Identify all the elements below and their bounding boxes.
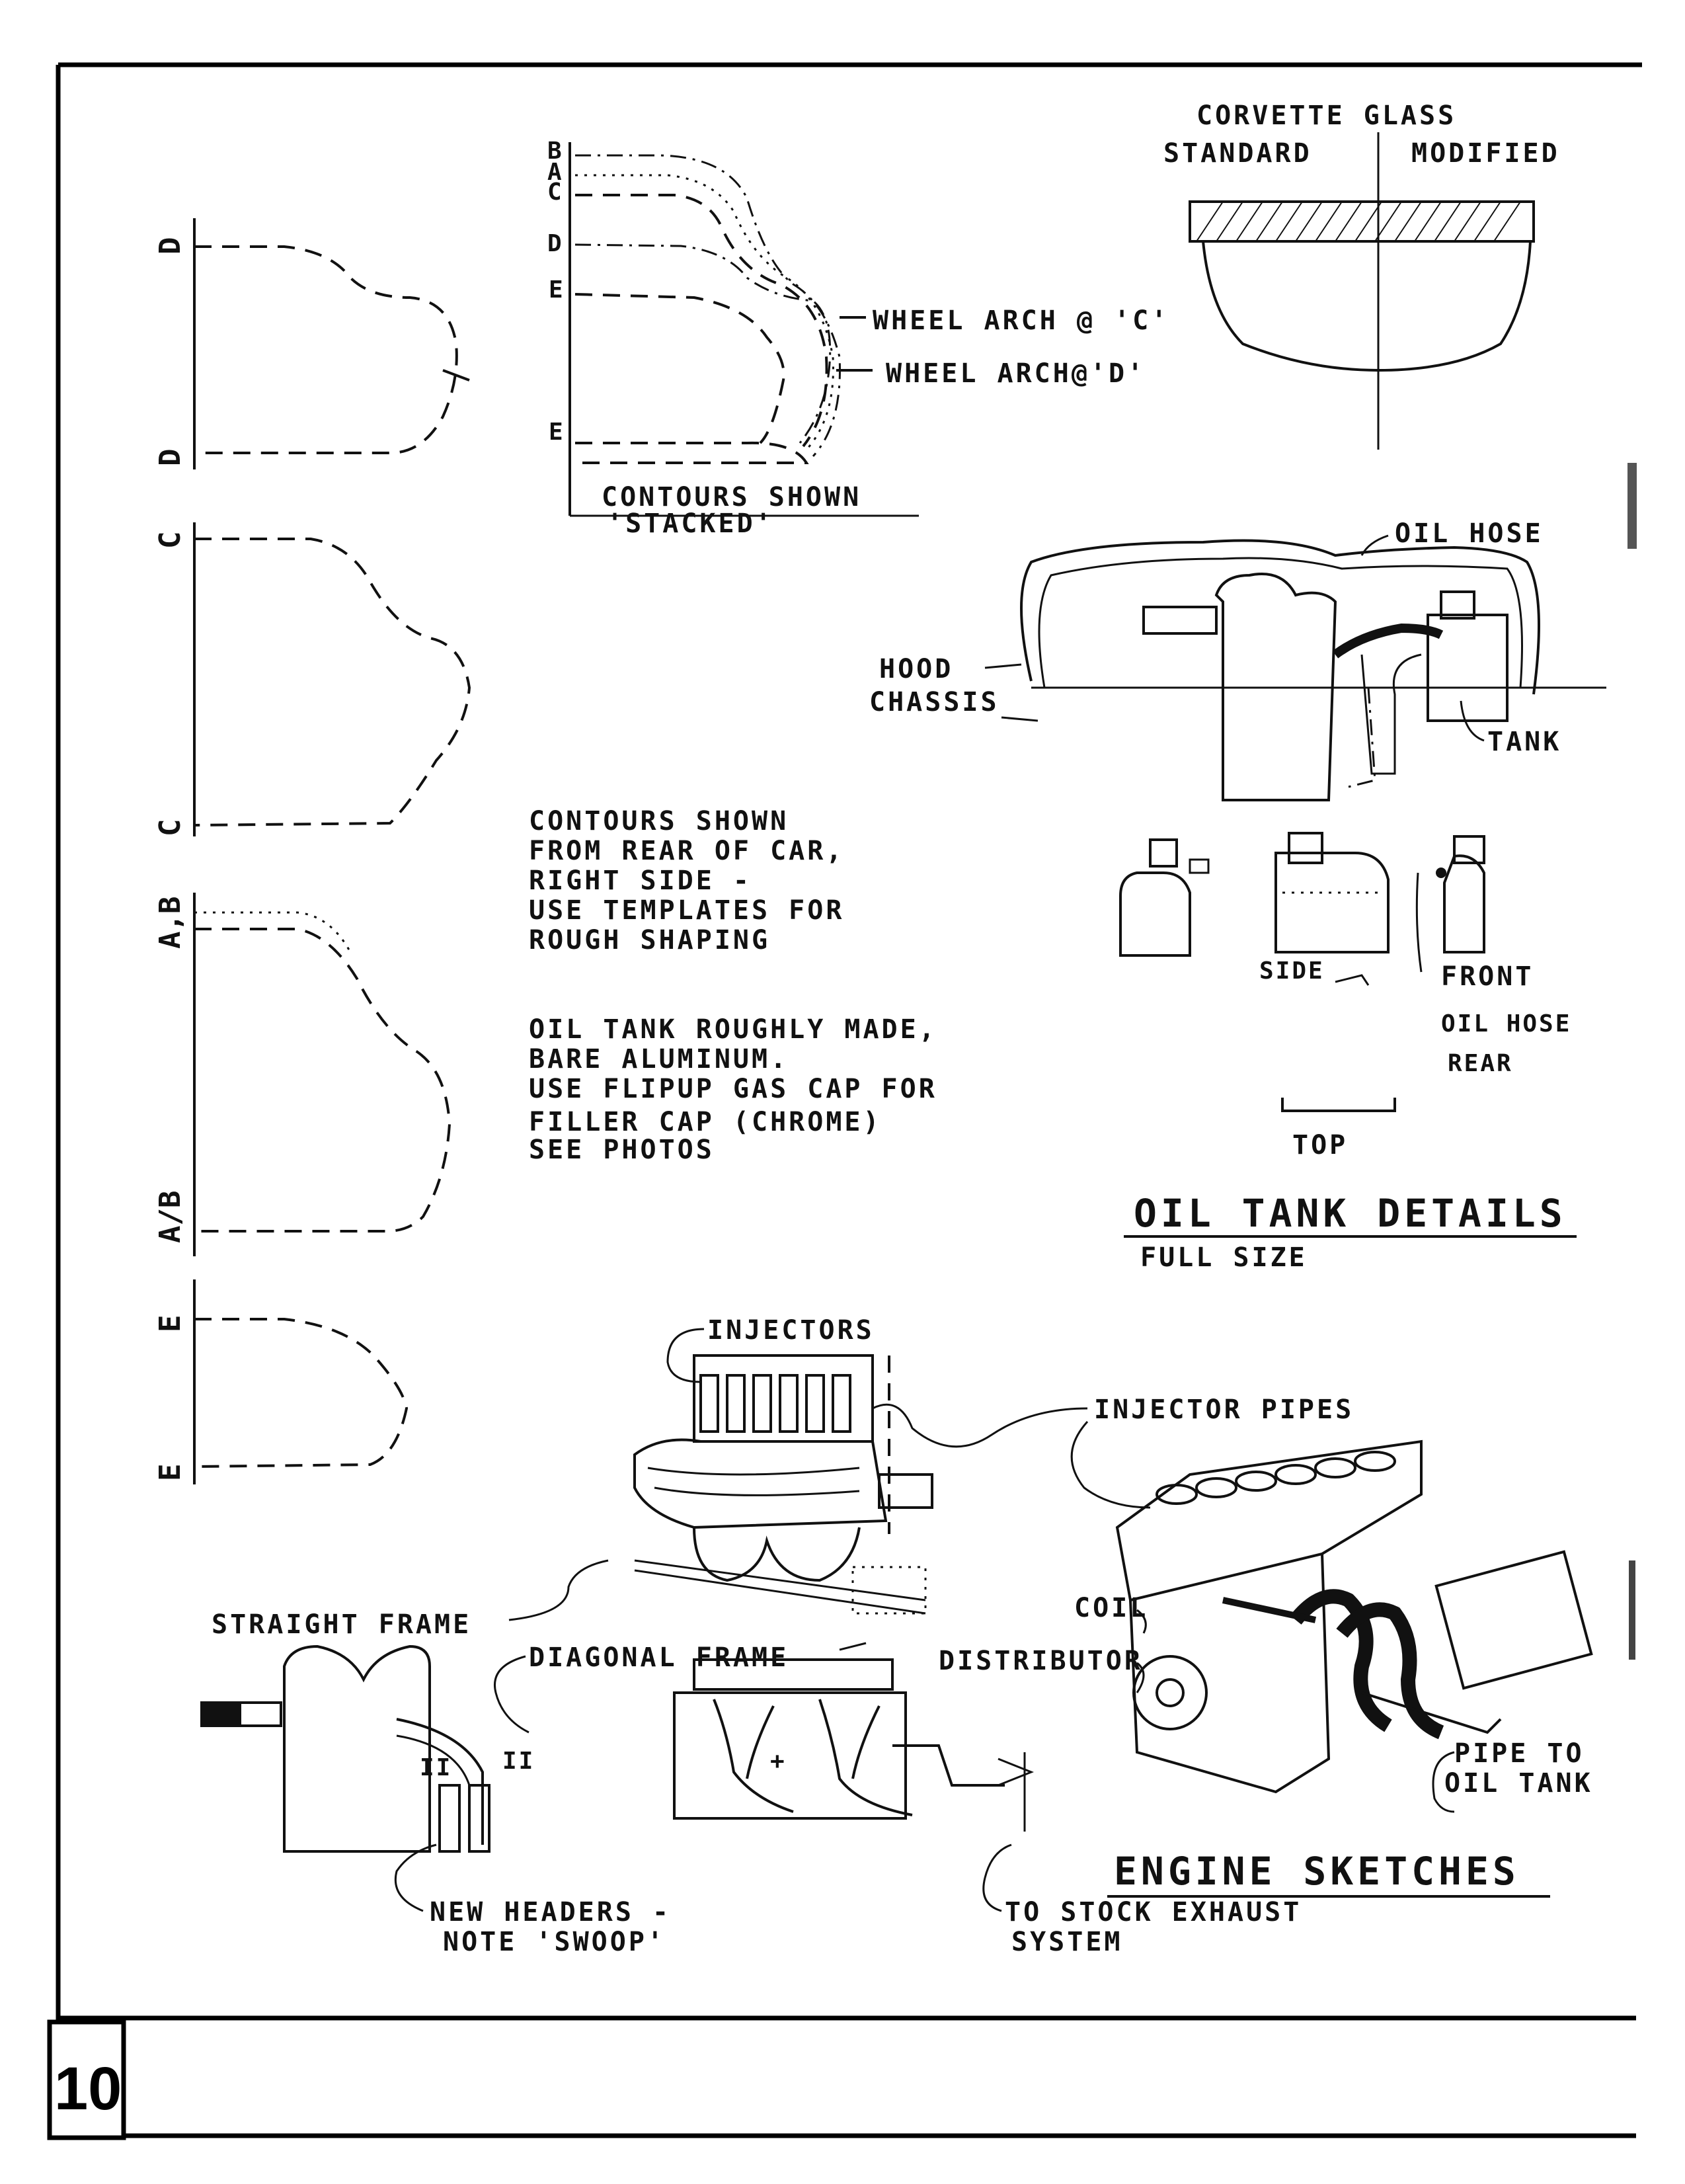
label-note-swoop: NOTE 'SWOOP' (443, 1927, 666, 1957)
oil-system-layout: OIL HOSE HOOD CHASSIS TANK (869, 518, 1606, 801)
label-rear: REAR (1448, 1050, 1513, 1077)
glass-standard-label: STANDARD (1163, 138, 1312, 169)
callout-wheel-arch-c: WHEEL ARCH @ 'C' (873, 305, 1169, 336)
note-contours-line2: FROM REAR OF CAR, (529, 836, 844, 866)
label-top: TOP (1292, 1130, 1348, 1160)
label-chassis: CHASSIS (869, 687, 999, 717)
label-oil-hose-tank: OIL HOSE (1441, 1010, 1571, 1037)
stacked-level-e-lower: E (549, 419, 565, 446)
note-oil-tank-line2: BARE ALUMINUM. (529, 1044, 789, 1074)
template-c-bottom-label: C (153, 819, 187, 837)
label-distributor: DISTRIBUTOR (939, 1646, 1143, 1676)
note-oil-tank-line1: OIL TANK ROUGHLY MADE, (529, 1014, 937, 1045)
oil-tank-details-title: OIL TANK DETAILS (1134, 1191, 1567, 1236)
label-injectors: INJECTORS (707, 1315, 875, 1346)
template-ab-bottom-label: A/B (153, 1191, 187, 1243)
frame-mark-straight: II (420, 1754, 452, 1781)
label-diagonal-frame: DIAGONAL FRAME (529, 1642, 789, 1673)
template-c: C C (153, 522, 471, 837)
label-tank: TANK (1487, 727, 1561, 757)
note-oil-tank-line4: FILLER CAP (CHROME) (529, 1107, 882, 1137)
label-oil-hose-top: OIL HOSE (1395, 518, 1544, 549)
template-c-top-label: C (153, 532, 187, 549)
template-e-top-label: E (153, 1315, 187, 1333)
template-e: E E (153, 1279, 409, 1484)
label-straight-frame: STRAIGHT FRAME (212, 1609, 471, 1640)
stacked-caption-line1: CONTOURS SHOWN (602, 482, 861, 512)
note-contours-line5: ROUGH SHAPING (529, 925, 770, 955)
stacked-level-d: D (547, 230, 564, 257)
template-e-bottom-label: E (153, 1464, 187, 1482)
engine-side-sketch: INJECTORS INJECTOR PIPES (633, 1315, 1354, 1615)
contour-notes: CONTOURS SHOWN FROM REAR OF CAR, RIGHT S… (529, 806, 844, 955)
label-coil: COIL (1074, 1593, 1148, 1623)
label-pipe-to: PIPE TO (1454, 1738, 1585, 1769)
label-new-headers: NEW HEADERS - (430, 1897, 671, 1927)
stacked-level-e: E (549, 276, 565, 303)
template-d: D D (153, 218, 470, 469)
page-number-box: 10 (47, 2019, 126, 2140)
frame-notes: STRAIGHT FRAME DIAGONAL FRAME (212, 1559, 867, 1734)
page-number: 10 (54, 2055, 122, 2123)
glass-title: CORVETTE GLASS (1196, 101, 1456, 131)
oil-tank-notes: OIL TANK ROUGHLY MADE, BARE ALUMINUM. US… (529, 1014, 937, 1165)
headers-note: NEW HEADERS - NOTE 'SWOOP' (394, 1843, 671, 1957)
label-system: SYSTEM (1011, 1927, 1123, 1957)
stacked-level-c: C (547, 179, 564, 206)
engine-sketches-title: ENGINE SKETCHES (1114, 1849, 1520, 1894)
glass-modified-label: MODIFIED (1411, 138, 1560, 169)
oil-tank-details-subtitle: FULL SIZE (1140, 1242, 1308, 1273)
corvette-glass-diagram: CORVETTE GLASS STANDARD MODIFIED (1163, 101, 1560, 450)
stacked-level-b: B (547, 138, 564, 165)
engine-front-view: II II (200, 1644, 535, 1853)
note-contours-line3: RIGHT SIDE - (529, 866, 752, 896)
note-oil-tank-line5: SEE PHOTOS (529, 1135, 715, 1165)
template-d-top-label: D (153, 237, 187, 255)
note-oil-tank-line3: USE FLIPUP GAS CAP FOR (529, 1074, 937, 1104)
label-to-stock-exhaust: TO STOCK EXHAUST (1005, 1897, 1302, 1927)
callout-wheel-arch-d: WHEEL ARCH@'D' (886, 358, 1146, 389)
exhaust-note: TO STOCK EXHAUST SYSTEM (982, 1843, 1302, 1957)
label-side: SIDE (1259, 957, 1325, 985)
engine-perspective-sketch: COIL DISTRIBUTOR PIPE TO OIL TANK (939, 1439, 1593, 1813)
label-hood: HOOD (879, 654, 953, 684)
template-ab-top-label: A,B (153, 897, 187, 949)
stacked-contours: B A C D E E WHEEL ARCH @ 'C' WHEEL ARCH@… (547, 138, 1169, 539)
stacked-level-a: A (547, 159, 564, 186)
label-front: FRONT (1441, 961, 1534, 992)
page-frame (56, 62, 1642, 2138)
header-junction-mark: + (770, 1748, 787, 1775)
template-ab: A,B A/B (153, 893, 451, 1256)
note-contours-line4: USE TEMPLATES FOR (529, 895, 844, 926)
label-pipe-to-oil-tank: OIL TANK (1444, 1768, 1593, 1799)
oil-tank-details-heading: OIL TANK DETAILS FULL SIZE (1124, 1191, 1577, 1273)
engine-headers-view: + (673, 1658, 1035, 1832)
label-injector-pipes: INJECTOR PIPES (1094, 1395, 1354, 1425)
note-contours-line1: CONTOURS SHOWN (529, 806, 789, 836)
stacked-caption-line2: 'STACKED' (607, 508, 774, 539)
frame-mark-diagonal: II (502, 1748, 535, 1775)
template-d-bottom-label: D (153, 449, 187, 467)
oil-tank-views: SIDE FRONT OIL HOSE REAR TOP (1119, 832, 1571, 1160)
engine-sketches-heading: ENGINE SKETCHES (1107, 1849, 1550, 1898)
